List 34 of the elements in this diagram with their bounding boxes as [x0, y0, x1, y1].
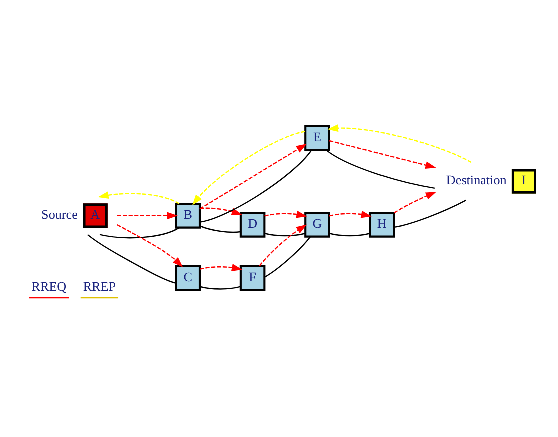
- arrow: [200, 207, 243, 215]
- arrow: [98, 191, 180, 204]
- arrow: [259, 224, 308, 266]
- connector: [200, 150, 312, 222]
- node-label: Destination: [446, 172, 507, 188]
- arrow: [328, 124, 472, 163]
- node-label: Source: [42, 206, 78, 222]
- node-box: B: [175, 202, 202, 228]
- node-box: G: [304, 212, 330, 238]
- legend-label: RREP: [83, 278, 116, 294]
- arrow: [200, 264, 243, 271]
- arrow: [200, 143, 308, 210]
- connector: [88, 234, 176, 284]
- connector: [100, 226, 180, 238]
- connector: [200, 286, 241, 290]
- legend-label: RREQ: [32, 278, 67, 294]
- connector: [264, 232, 306, 236]
- connector: [329, 232, 370, 236]
- connector: [200, 225, 241, 233]
- arrow: [264, 210, 308, 218]
- node-box: C: [175, 264, 202, 291]
- connector: [264, 236, 312, 278]
- node-box: F: [240, 264, 266, 291]
- arrow: [117, 224, 184, 268]
- arrow: [394, 192, 437, 214]
- node-box: H: [369, 212, 396, 238]
- connector: [326, 149, 436, 189]
- node-box: E: [304, 124, 330, 151]
- arrow: [192, 130, 306, 206]
- arrow: [329, 210, 372, 218]
- node-box: D: [240, 212, 266, 238]
- arrow: [329, 140, 436, 169]
- arrow: [117, 212, 178, 220]
- connector: [394, 199, 467, 228]
